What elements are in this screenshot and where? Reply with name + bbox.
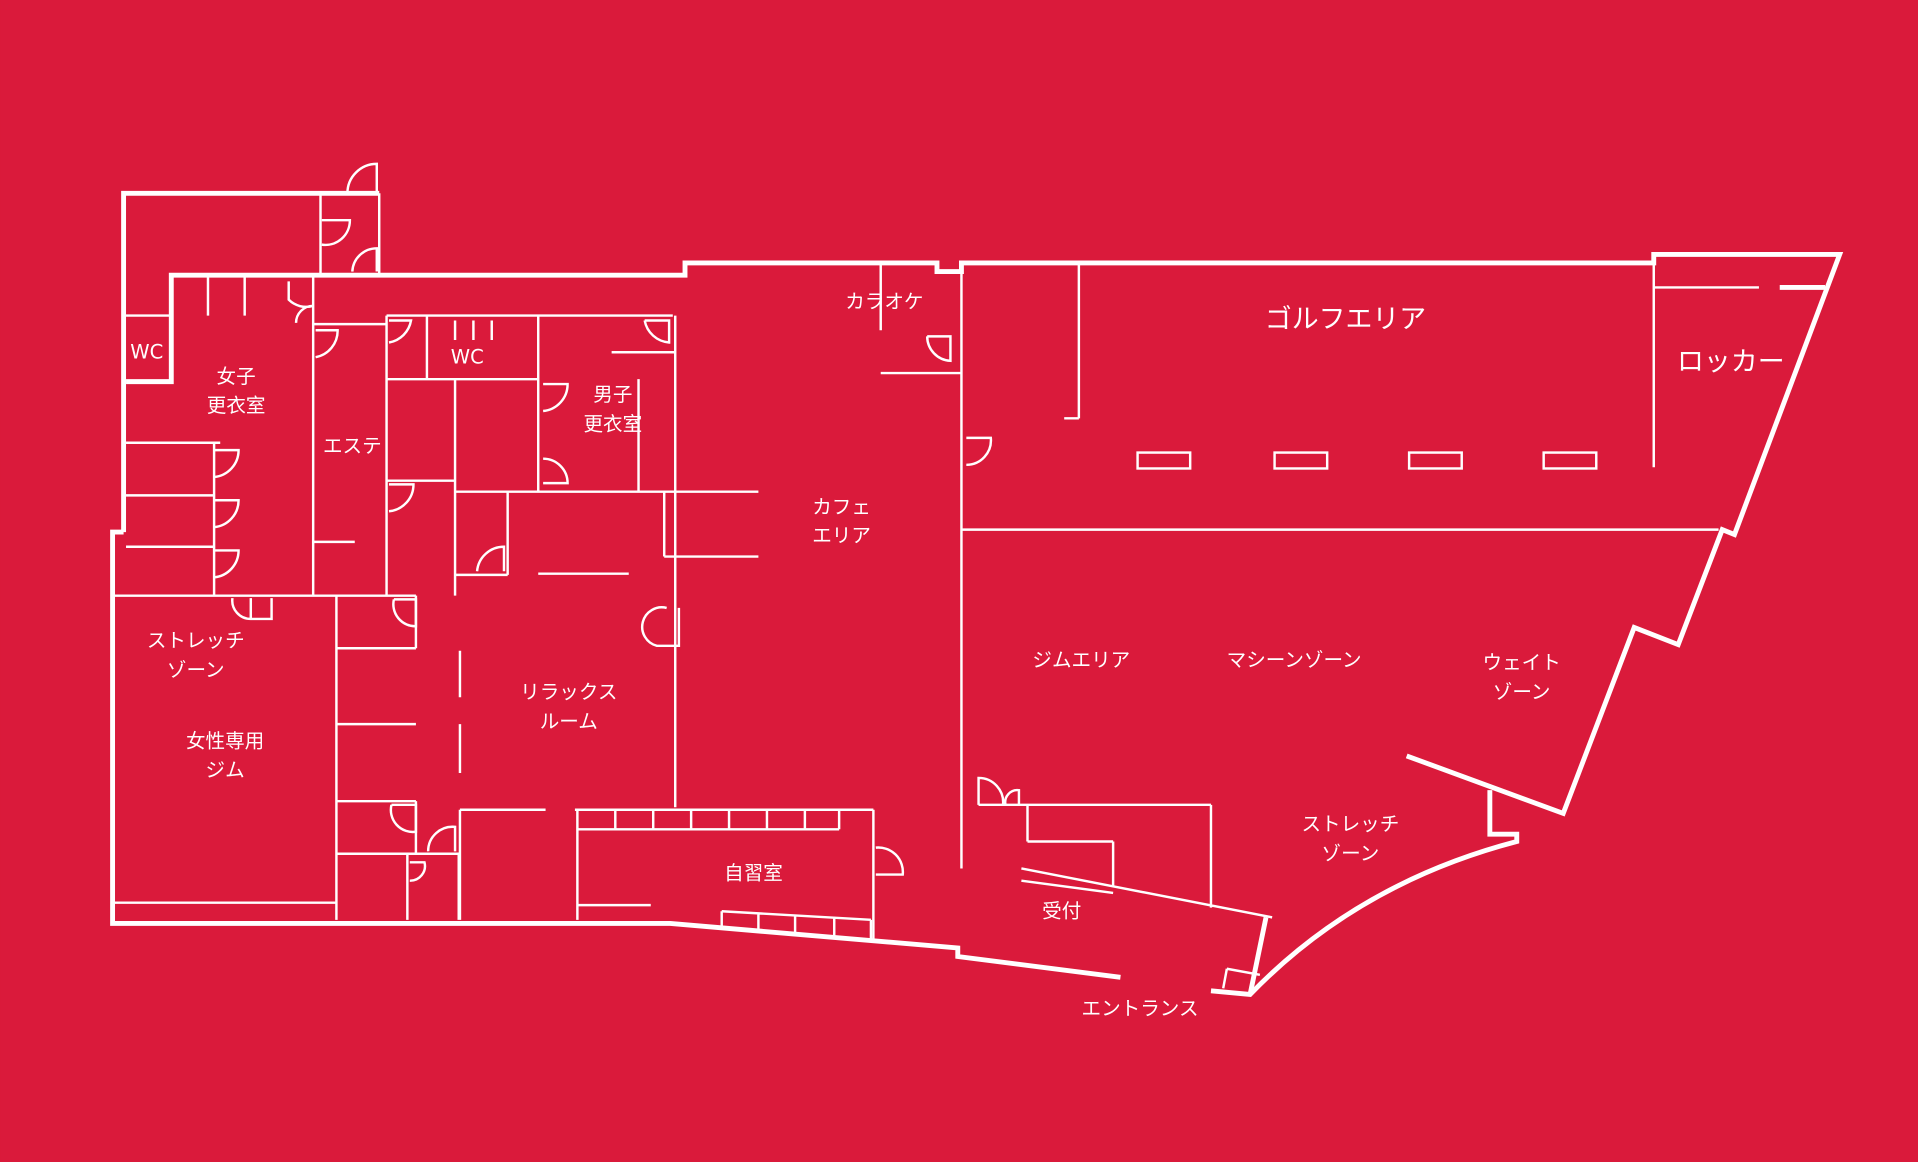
label-stretch-right-1: ストレッチ (1302, 813, 1400, 836)
label-weight-zone-2: ゾーン (1493, 680, 1551, 703)
label-golf: ゴルフエリア (1265, 304, 1426, 335)
label-study-room: 自習室 (724, 861, 783, 884)
label-gym-area: ジムエリア (1032, 649, 1130, 672)
label-stretch-right-2: ゾーン (1322, 842, 1380, 865)
label-cafe-2: エリア (812, 524, 871, 547)
label-relax-2: ルーム (540, 710, 598, 733)
label-machine-zone: マシーンゾーン (1227, 649, 1362, 672)
label-mens-locker-1: 男子 (593, 383, 632, 406)
outer-walls (110, 190, 1844, 997)
label-womens-locker-1: 女子 (217, 365, 256, 388)
label-womens-locker-2: 更衣室 (207, 394, 266, 417)
label-stretch-left-2: ゾーン (167, 658, 225, 681)
label-weight-zone-1: ウェイト (1483, 651, 1561, 674)
label-entrance: エントランス (1082, 997, 1199, 1020)
label-wc-center: WC (451, 345, 484, 368)
label-reception: 受付 (1042, 899, 1081, 922)
doors (213, 162, 1021, 882)
label-cafe-1: カフェ (812, 496, 871, 519)
interior-walls (112, 162, 1759, 989)
label-womens-gym-1: 女性専用 (186, 729, 264, 752)
label-womens-gym-2: ジム (206, 759, 245, 782)
label-esthe: エステ (323, 435, 382, 458)
label-relax-1: リラックス (520, 680, 617, 703)
label-locker: ロッカー (1677, 347, 1785, 378)
label-karaoke: カラオケ (845, 290, 923, 313)
label-wc-left: WC (130, 340, 163, 363)
room-labels: WC 女子 更衣室 エステ WC 男子 更衣室 カラオケ カフェ エリア ゴルフ… (130, 290, 1784, 1020)
label-stretch-left-1: ストレッチ (147, 629, 245, 652)
golf-tees (1136, 451, 1598, 470)
label-mens-locker-2: 更衣室 (584, 413, 643, 436)
study-desks (577, 809, 873, 940)
